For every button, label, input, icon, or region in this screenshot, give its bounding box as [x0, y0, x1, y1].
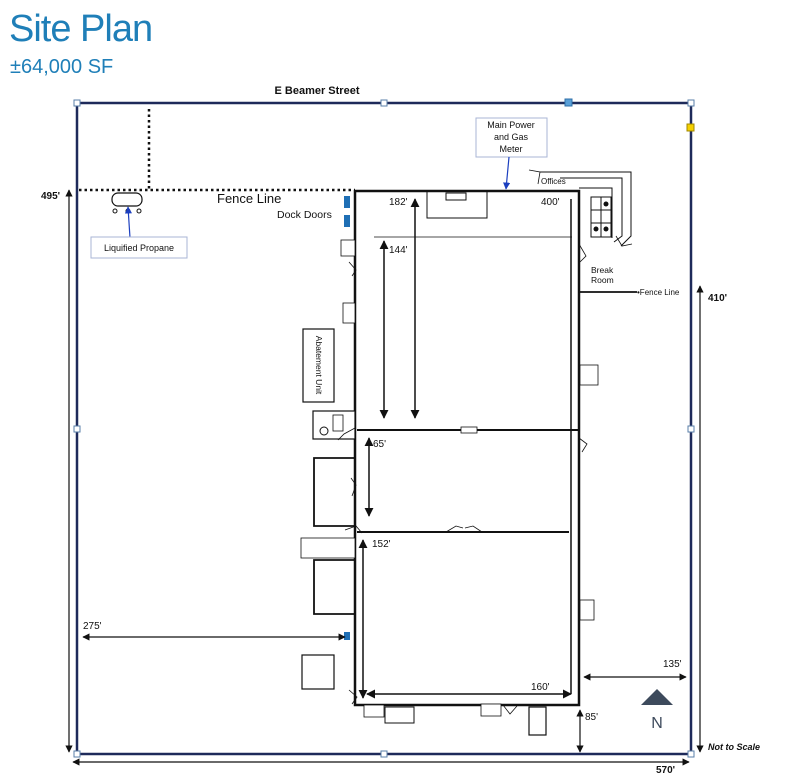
west-room — [313, 457, 355, 527]
north-label: N — [651, 715, 663, 732]
propane-tank-leg — [136, 208, 142, 214]
offices-outline-inner — [579, 187, 613, 238]
dim-495: 495' — [41, 191, 60, 202]
entry-door — [342, 302, 356, 324]
not-to-scale-label: Not to Scale — [708, 742, 760, 752]
handle-middle-left[interactable] — [73, 425, 81, 433]
main-power-label-line-1: Main Power — [487, 120, 535, 130]
west-room-door — [350, 477, 357, 497]
dim-160: 160' — [531, 682, 550, 693]
north-arrow-icon — [641, 689, 673, 705]
door-swing — [464, 525, 483, 533]
entry-door — [340, 239, 356, 257]
interior-room-top — [426, 192, 488, 219]
interior-room-fixture — [445, 192, 467, 201]
west-room-door — [344, 525, 363, 534]
toilet-icon — [593, 226, 599, 232]
main-power-label-line-3: Meter — [499, 144, 522, 154]
dim-152: 152' — [372, 539, 391, 550]
restroom-block — [312, 410, 356, 440]
door-swing — [337, 427, 356, 441]
handle-bottom-middle[interactable] — [380, 750, 388, 758]
south-fixture — [480, 703, 502, 717]
handle-bottom-left[interactable] — [73, 750, 81, 758]
break-room-label-line-1: Break — [591, 265, 614, 275]
dim-182: 182' — [389, 197, 408, 208]
rotate-handle[interactable] — [564, 98, 573, 107]
dim-65: 65' — [373, 439, 386, 450]
building-outline — [353, 189, 581, 707]
dim-400: 400' — [541, 197, 560, 208]
toilet-icon — [603, 201, 609, 207]
handle-top-right[interactable] — [687, 99, 695, 107]
restroom-fixture — [332, 414, 344, 432]
restroom-fixture — [319, 426, 329, 436]
propane-callout-arrow — [124, 206, 133, 239]
west-room-fixture — [300, 537, 356, 559]
door-swing — [445, 525, 464, 533]
dock-door — [344, 632, 350, 640]
selection-handles[interactable] — [73, 99, 695, 758]
door — [460, 426, 478, 434]
entry-door-swing — [348, 261, 357, 277]
adjust-handle[interactable] — [686, 123, 695, 132]
propane-tank — [111, 192, 143, 207]
handle-top-middle[interactable] — [380, 99, 388, 107]
dim-410: 410' — [708, 293, 727, 304]
propane-callout-box — [90, 236, 188, 259]
south-door-swing — [502, 704, 518, 715]
break-room-label-line-2: Room — [591, 275, 614, 285]
south-fixture — [384, 706, 415, 724]
propane-tank-leg — [112, 208, 118, 214]
handle-bottom-right[interactable] — [687, 750, 695, 758]
entry-door — [579, 599, 595, 621]
office-door-swing — [528, 169, 541, 185]
dock-door — [344, 215, 350, 227]
toilet-icon — [603, 226, 609, 232]
corner-door-swing — [348, 689, 358, 705]
dock-door — [344, 196, 350, 208]
handle-top-left[interactable] — [73, 99, 81, 107]
street-label: E Beamer Street — [275, 85, 360, 97]
dim-275: 275' — [83, 621, 102, 632]
west-room-2 — [313, 559, 355, 615]
fence-line-label-right: •Fence Line — [637, 288, 680, 297]
propane-label: Liquified Propane — [104, 243, 174, 253]
offices-label: Offices — [541, 177, 566, 186]
south-fixture — [528, 706, 547, 736]
offices-annex-outline — [578, 236, 637, 293]
offices-outline-outer — [540, 171, 632, 247]
page-subtitle: ±64,000 SF — [10, 56, 114, 78]
main-power-label-line-2: and Gas — [494, 132, 529, 142]
entry-door-swing — [578, 437, 588, 453]
abatement-unit — [302, 328, 335, 403]
main-power-callout-arrow — [503, 156, 511, 190]
dock-doors-label: Dock Doors — [277, 209, 332, 221]
dim-570: 570' — [656, 765, 675, 776]
page-title: Site Plan — [9, 8, 153, 50]
dim-85: 85' — [585, 712, 598, 723]
main-power-callout-box — [475, 117, 548, 158]
abatement-unit-label: Abatement Unit — [314, 336, 324, 395]
office-door-swing — [578, 243, 587, 263]
south-fixture — [363, 704, 385, 718]
handle-middle-right[interactable] — [687, 425, 695, 433]
detached-structure — [301, 654, 335, 690]
fence-line-label-top: Fence Line — [217, 191, 281, 206]
entry-door — [579, 364, 599, 386]
dim-135: 135' — [663, 659, 682, 670]
office-door-swing — [615, 235, 633, 247]
dim-144: 144' — [389, 245, 408, 256]
